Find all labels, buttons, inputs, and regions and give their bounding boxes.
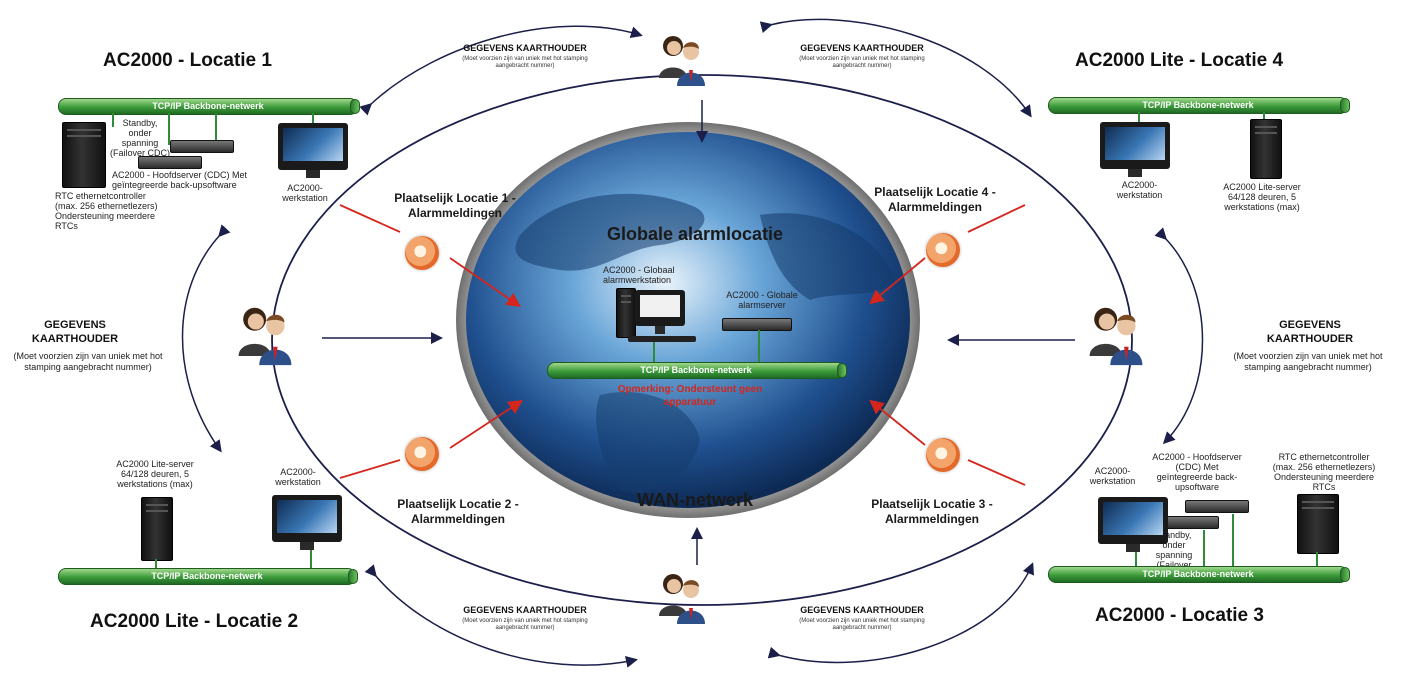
alarm-label-loc3: Plaatselijk Locatie 3 - Alarmmeldingen [871,497,993,526]
main-server-label: AC2000 - Hoofdserver (CDC) Met geïntegre… [1152,452,1242,492]
red-arrow [869,399,926,446]
red-arrow [967,204,1026,233]
main-server-icon [1185,500,1249,513]
global-workstation-tower-icon [616,288,636,338]
lite-server-tower-icon [1250,119,1282,179]
workstation-label: AC2000-werkstation [1116,180,1163,200]
curved-arrow [759,18,1032,118]
connector-line [155,559,157,568]
globe-continent [596,392,700,493]
connector-line [1138,112,1140,122]
rtc-controller-tower-icon [62,122,106,188]
backbone-pipe-loc3: TCP/IP Backbone-netwerk [1048,566,1350,583]
backbone-pipe-loc4: TCP/IP Backbone-netwerk [1048,97,1350,114]
connector-line [168,113,170,145]
alarm-label-loc2: Plaatselijk Locatie 2 - Alarmmeldingen [397,497,519,526]
backbone-pipe-global: TCP/IP Backbone-netwerk [547,362,847,379]
location-2-title: AC2000 Lite - Locatie 2 [90,611,299,632]
standby-server-icon [170,140,234,153]
wan-ring [271,74,1133,606]
cardholder-subtitle: (Moet voorzien zijn van uniek met hot st… [799,618,925,631]
workstation-label: AC2000-werkstation [1089,466,1136,486]
red-arrow [449,257,521,308]
red-arrow [339,459,401,479]
rtc-controller-label: RTC ethernetcontroller (max. 256 etherne… [1272,452,1376,492]
lite-server-label: AC2000 Lite-server 64/128 deuren, 5 werk… [1223,182,1301,212]
main-server-icon [138,156,202,169]
curved-arrow [767,562,1034,664]
location-3-title: AC2000 - Locatie 3 [1095,605,1264,626]
main-server-label: AC2000 - Hoofdserver (CDC) Met geïntegre… [112,170,248,190]
globe-continent [760,213,895,300]
alarm-label-loc1: Plaatselijk Locatie 1 - Alarmmeldingen [394,191,516,220]
lite-server-label: AC2000 Lite-server 64/128 deuren, 5 werk… [116,459,194,489]
curved-arrow [181,224,231,453]
alarm-beacon-icon [405,437,439,471]
curved-arrow [359,25,643,116]
connector-line [1203,530,1205,566]
cardholder-subtitle: (Moet voorzien zijn van uniek met hot st… [799,56,925,69]
cardholder-subtitle: (Moet voorzien zijn van uniek met hot st… [1233,351,1383,372]
note-no-hardware: Opmerking: Ondersteunt geen apparatuur [617,384,763,408]
workstation-monitor-icon [1100,122,1170,177]
rtc-controller-label: RTC ethernetcontroller (max. 256 etherne… [55,191,158,231]
location-1-title: AC2000 - Locatie 1 [103,50,272,71]
globe-continent [515,193,705,271]
red-arrow [869,257,926,305]
backbone-pipe-loc2: TCP/IP Backbone-netwerk [58,568,358,585]
rtc-controller-tower-icon [1297,494,1339,554]
curved-arrow [364,564,638,668]
global-alarm-title: Globale alarmlocatie [606,224,784,244]
global-workstation-monitor-icon [635,290,685,334]
cardholder-title: GEGEVENS KAARTHOUDER [800,43,924,53]
red-arrow [967,459,1026,486]
cardholder-subtitle: (Moet voorzien zijn van uniek met hot st… [462,56,588,69]
alarm-beacon-icon [926,233,960,267]
cardholder-title: GEGEVENS KAARTHOUDER [800,605,924,615]
connector-line [1263,112,1265,120]
red-arrow [449,400,524,449]
alarm-label-loc4: Plaatselijk Locatie 4 - Alarmmeldingen [874,185,996,214]
connector-line [653,342,655,362]
cardholder-people-icon [1089,307,1143,366]
global-server-label: AC2000 - Globale alarmserver [726,290,798,310]
connector-line [1135,552,1137,566]
cardholder-subtitle: (Moet voorzien zijn van uniek met hot st… [13,351,163,372]
alarm-beacon-icon [405,236,439,270]
curved-arrow [1154,227,1204,445]
workstation-label: AC2000-werkstation [275,467,321,487]
workstation-monitor-icon [278,123,348,178]
standby-server-label: Standby, onder spanning (Failover CDC) [110,118,171,158]
workstation-monitor-icon [272,495,342,550]
cardholder-subtitle: (Moet voorzien zijn van uniek met hot st… [462,618,588,631]
cardholder-people-icon [659,574,705,624]
location-4-title: AC2000 Lite - Locatie 4 [1075,50,1284,71]
cardholder-people-icon [238,307,292,366]
workstation-label: AC2000-werkstation [282,183,328,203]
workstation-monitor-icon [1098,497,1168,552]
connector-line [758,330,760,362]
cardholder-title: GEGEVENS KAARTHOUDER [463,43,587,53]
backbone-pipe-loc1: TCP/IP Backbone-netwerk [58,98,360,115]
connector-line [312,113,314,123]
cardholder-people-icon [659,36,705,86]
cardholder-title: GEGEVENS KAARTHOUDER [463,605,587,615]
global-server-icon [722,318,792,331]
connector-line [215,113,217,140]
global-workstation-label: AC2000 - Globaal alarmwerkstation [603,265,675,285]
connector-line [1316,552,1318,566]
keyboard-icon [628,336,696,342]
connector-line [310,550,312,568]
connector-line [1232,514,1234,566]
alarm-beacon-icon [926,438,960,472]
wan-network-label: WAN-netwerk [636,490,753,510]
connector-line [112,113,114,127]
red-arrow [339,204,401,233]
lite-server-tower-icon [141,497,173,561]
